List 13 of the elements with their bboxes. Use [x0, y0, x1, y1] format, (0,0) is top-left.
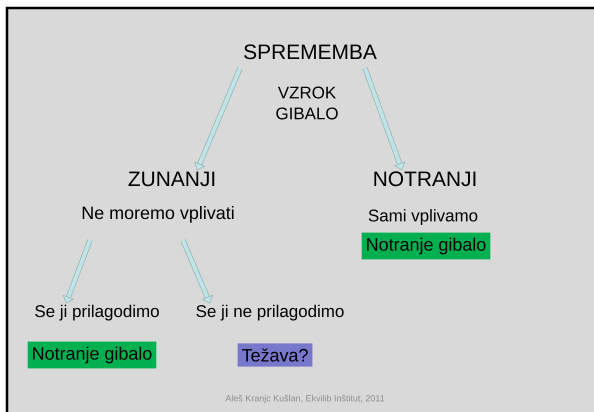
node-text: NOTRANJI	[374, 171, 476, 186]
label-text: VZROK GIBALO	[276, 86, 338, 120]
node-text: Se ji ne prilagodimo	[196, 304, 344, 321]
block-arrow	[194, 67, 242, 170]
node-text: Se ji prilagodimo	[35, 304, 159, 321]
footer-text: Aleš Kranjc Kušlan, Ekvilib Inštitut, 2011	[225, 394, 384, 404]
node-text: SPREMEMBA	[244, 44, 377, 60]
node-text: Ne moremo vplivati	[82, 206, 234, 223]
label-box: Notranje gibalo	[362, 232, 490, 260]
block-arrow	[362, 67, 406, 170]
label-box: Težava?	[238, 343, 312, 367]
label-box: Notranje gibalo	[28, 342, 156, 368]
node-text: ZUNANJI	[128, 172, 214, 186]
